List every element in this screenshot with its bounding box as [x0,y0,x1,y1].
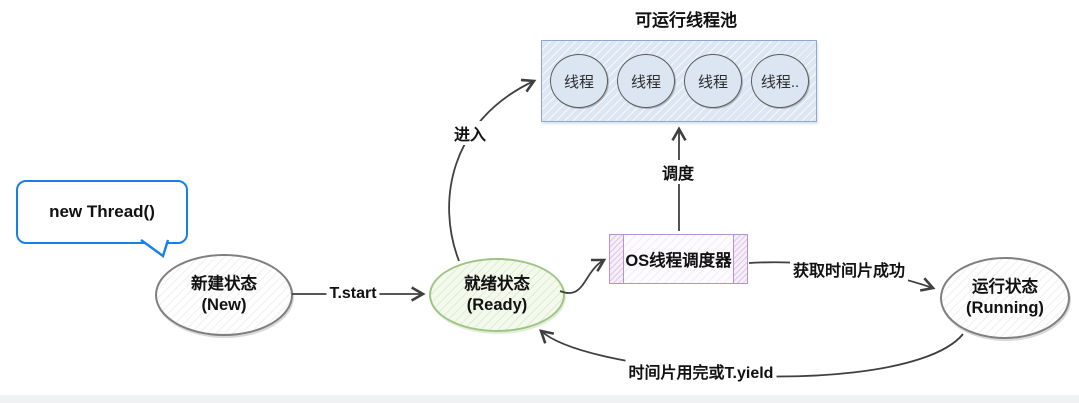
thread-circle-label: 线程 [697,73,728,91]
edge-label-tstart: T.start [326,285,380,303]
thread-circle: 线程.. [751,54,809,108]
thread-circle-label: 线程 [563,73,594,91]
new-state-node: 新建状态 (New) [155,254,293,336]
edge-ready-to-scheduler-arrow [559,258,607,294]
edge-label-enter: 进入 [450,121,490,145]
thread-circle: 线程 [684,54,742,108]
thread-circle: 线程 [550,54,608,108]
edge-label-yield: 时间片用完或T.yield [625,359,777,383]
ready-state-label-cn: 就绪状态 [464,275,530,294]
edge-label-dispatch: 调度 [658,160,698,184]
running-state-node: 运行状态 (Running) [940,257,1070,339]
ready-state-label-en: (Ready) [466,296,528,314]
running-state-label-cn: 运行状态 [972,278,1038,297]
scheduler-side-bar [610,235,624,283]
thread-pool-box: 线程 线程 线程 线程.. [541,40,817,122]
thread-pool-title: 可运行线程池 [635,11,737,30]
thread-circle-label: 线程.. [760,73,800,91]
speech-bubble: new Thread() [16,180,188,244]
new-state-label-cn: 新建状态 [191,275,257,294]
running-state-label-en: (Running) [966,299,1044,317]
os-scheduler-label: OS线程调度器 [625,252,732,270]
ready-state-node: 就绪状态 (Ready) [429,258,565,332]
scheduler-side-bar [733,235,747,283]
bottom-divider-bar [0,395,1079,403]
os-scheduler-box: OS线程调度器 [609,234,748,284]
edge-label-acquire: 获取时间片成功 [789,257,909,281]
thread-circle: 线程 [617,54,675,108]
new-state-label-en: (New) [201,296,247,314]
speech-bubble-label: new Thread() [49,202,155,221]
thread-circle-label: 线程 [630,73,661,91]
edge-enter-arrow [448,78,537,262]
